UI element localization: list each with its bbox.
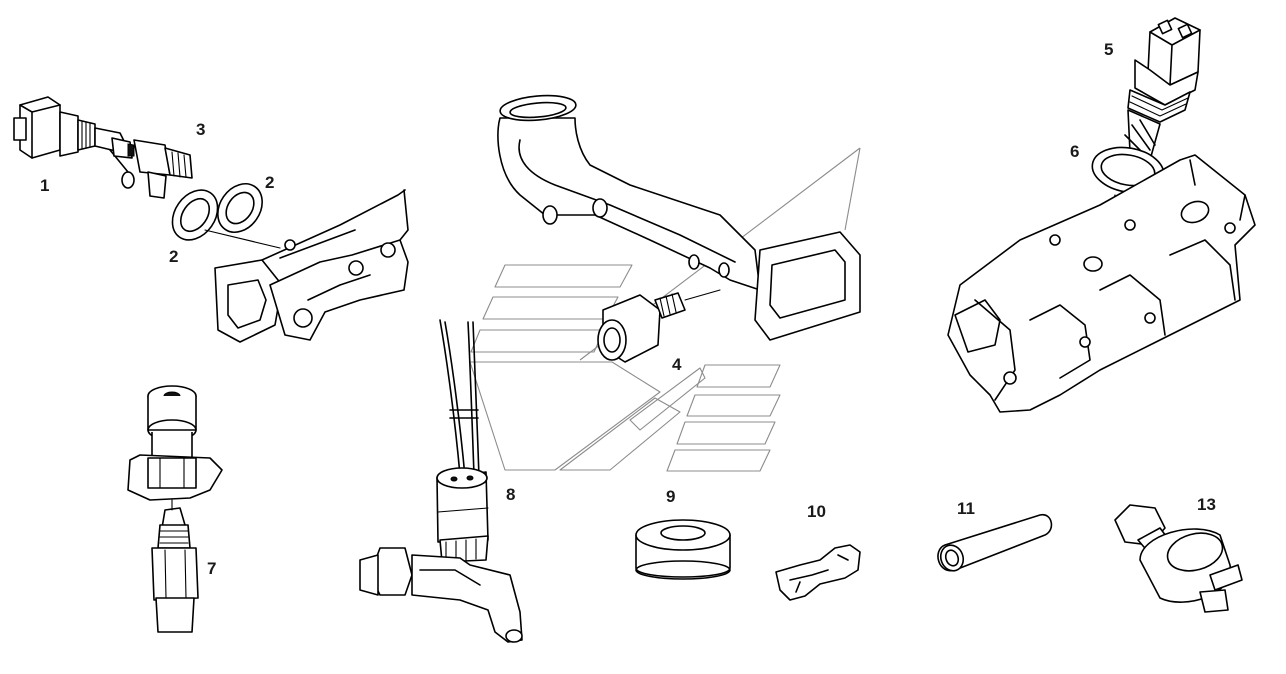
label-3: 3: [196, 120, 205, 139]
part-11-boot: [937, 513, 1053, 572]
label-2-upper: 2: [265, 173, 274, 192]
watermark-logo: [469, 147, 861, 472]
part-9-cap: [635, 519, 731, 580]
part-5-sensor: [1124, 17, 1201, 161]
part-13-switch: [1114, 504, 1243, 613]
label-9: 9: [666, 487, 675, 506]
water-manifold: [214, 189, 409, 343]
label-2-lower: 2: [169, 247, 178, 266]
label-4: 4: [672, 355, 682, 374]
part-4-pressure-sensor: [597, 289, 721, 363]
label-13: 13: [1197, 495, 1216, 514]
part-7-sensor-bracket: [127, 385, 223, 633]
part-labels: 1 2 2 3 4 5 6 7 8 9 10 11 13: [40, 40, 1216, 578]
thermostat-manifold: [947, 154, 1256, 413]
label-7: 7: [207, 559, 216, 578]
label-5: 5: [1104, 40, 1113, 59]
part-10-terminal: [775, 544, 861, 601]
label-1: 1: [40, 176, 49, 195]
label-10: 10: [807, 502, 826, 521]
part-2-washers: [171, 183, 281, 249]
part-1-temperature-sender: [13, 96, 135, 189]
exhaust-pipe: [497, 94, 861, 341]
label-8: 8: [506, 485, 515, 504]
label-11: 11: [957, 499, 975, 518]
part-8-switch: [359, 319, 523, 643]
part-3-sensor: [111, 137, 193, 199]
label-6: 6: [1070, 142, 1079, 161]
